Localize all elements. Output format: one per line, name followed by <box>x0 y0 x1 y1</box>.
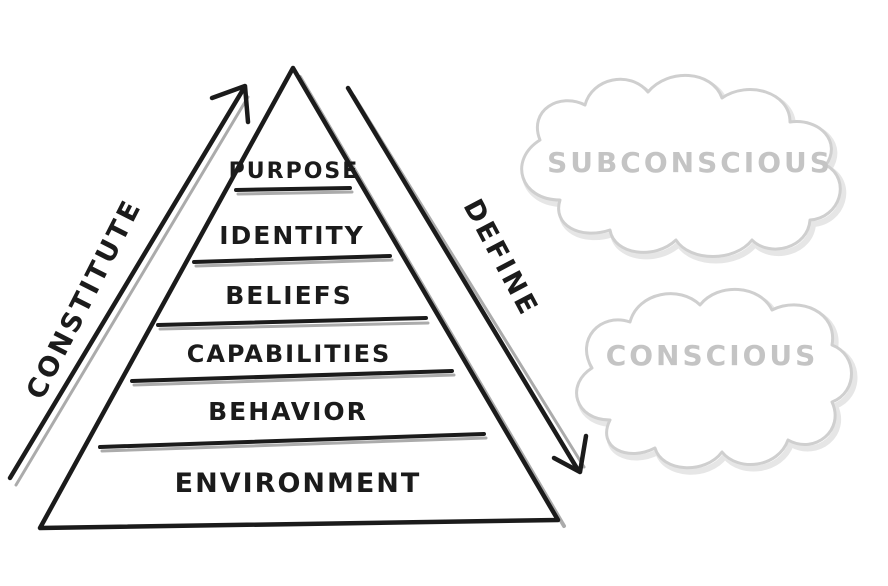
divider-line <box>156 316 428 327</box>
divider-line <box>130 369 454 383</box>
level-environment: ENVIRONMENT <box>175 468 422 499</box>
define-label: DEFINE <box>457 194 545 322</box>
subconscious-label: SUBCONSCIOUS <box>547 146 833 179</box>
conscious-label: CONSCIOUS <box>606 339 819 372</box>
divider-line <box>192 254 392 264</box>
pyramid-dividers <box>98 186 488 453</box>
pyramid-outline <box>37 65 566 531</box>
conscious-cloud <box>575 288 858 475</box>
level-capabilities: CAPABILITIES <box>187 340 392 368</box>
level-purpose: PURPOSE <box>229 159 360 184</box>
arrow-down-icon <box>551 433 589 475</box>
arrow-up-icon <box>209 83 251 125</box>
level-behavior: BEHAVIOR <box>208 397 368 426</box>
constitute-arrow <box>7 83 251 487</box>
level-beliefs: BELIEFS <box>225 281 353 310</box>
define-arrow <box>345 85 589 475</box>
divider-line <box>98 432 486 449</box>
subconscious-cloud <box>520 73 847 264</box>
level-identity: IDENTITY <box>219 221 365 250</box>
divider-line <box>234 186 352 192</box>
